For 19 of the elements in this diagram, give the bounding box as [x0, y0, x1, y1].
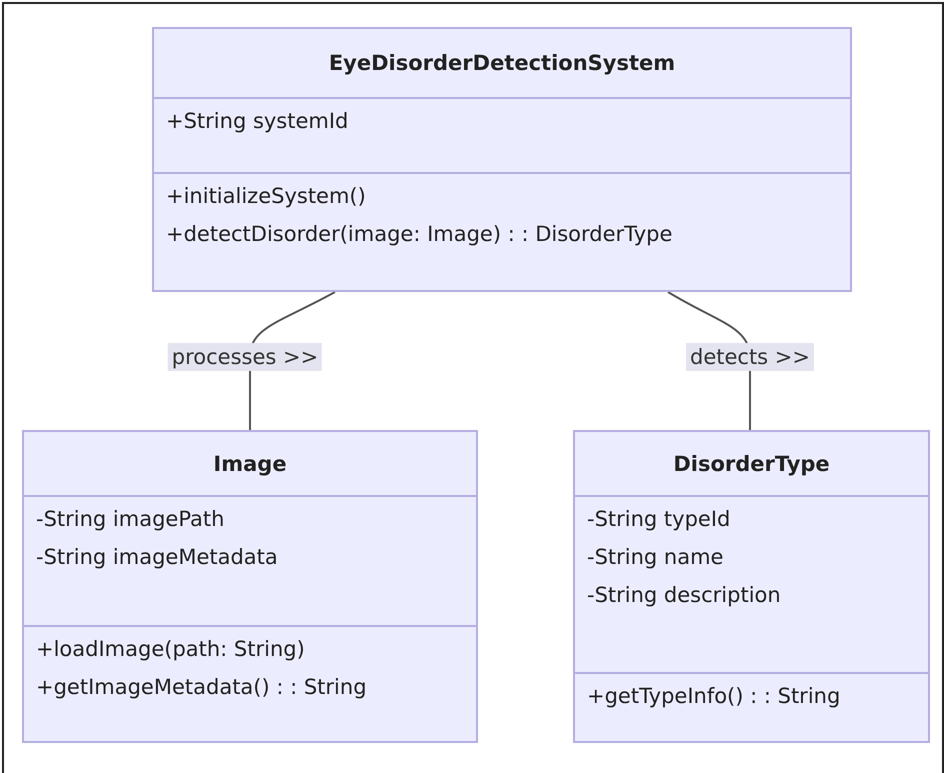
class-box — [152, 27, 852, 292]
class-name: Image — [213, 452, 287, 476]
edge-label: processes >> — [168, 343, 322, 371]
attribute-text: -String imagePath — [36, 507, 226, 531]
method-text: +loadImage(path: String) — [36, 637, 306, 661]
class-name: EyeDisorderDetectionSystem — [328, 51, 676, 75]
class-box — [573, 430, 930, 743]
method-text: +initializeSystem() — [166, 184, 367, 208]
class-name: DisorderType — [673, 452, 830, 476]
attribute-text: -String description — [587, 583, 782, 607]
attribute-text: +String systemId — [166, 109, 350, 133]
method-text: +getTypeInfo() : : String — [587, 684, 842, 708]
attribute-text: -String imageMetadata — [36, 545, 279, 569]
attribute-text: -String typeId — [587, 507, 732, 531]
edge-label: detects >> — [686, 343, 814, 371]
class-box — [22, 430, 478, 743]
attribute-text: -String name — [587, 545, 724, 569]
method-text: +getImageMetadata() : : String — [36, 675, 368, 699]
method-text: +detectDisorder(image: Image) : : DisorderType — [166, 222, 674, 246]
